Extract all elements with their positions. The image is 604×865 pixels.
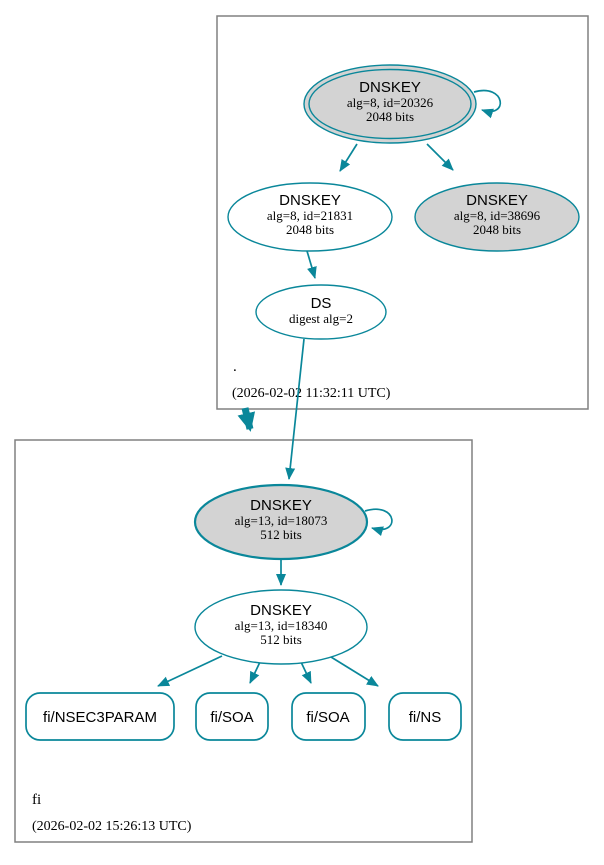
root-zsk-alg-id: alg=8, id=21831	[267, 208, 353, 223]
edge-root-ksk-to-root-zsk	[339, 143, 358, 172]
fi-ksk-bits: 512 bits	[260, 527, 302, 542]
edge-fi-zsk-to-ns	[330, 656, 379, 687]
node-root-zsk[interactable]: DNSKEY alg=8, id=21831 2048 bits	[227, 182, 393, 252]
fi-ns-label: fi/NS	[409, 709, 442, 726]
fi-ns-rect[interactable]	[388, 692, 462, 741]
root-key-38696-ellipse[interactable]	[414, 182, 580, 252]
fi-zsk-type: DNSKEY	[250, 602, 312, 619]
zone-timestamp-root: (2026-02-02 11:32:11 UTC)	[232, 386, 391, 401]
node-fi-zsk[interactable]: DNSKEY alg=13, id=18340 512 bits	[194, 589, 368, 665]
root-ds-type: DS	[311, 295, 332, 312]
node-root-key-38696[interactable]: DNSKEY alg=8, id=38696 2048 bits	[414, 182, 580, 252]
edge-root-zsk-to-ds	[306, 250, 317, 279]
edge-secure-delegation-root-to-fi	[237, 407, 256, 432]
root-ksk-type: DNSKEY	[359, 79, 421, 96]
root-ksk-inner-ellipse	[308, 68, 472, 140]
root-zsk-ellipse[interactable]	[227, 182, 393, 252]
node-fi-soa-1[interactable]: fi/SOA	[195, 692, 269, 741]
root-ds-ellipse[interactable]	[255, 284, 387, 340]
zone-label-root: .	[233, 359, 237, 375]
fi-zsk-alg-id: alg=13, id=18340	[235, 618, 328, 633]
fi-ksk-ellipse[interactable]	[193, 483, 369, 561]
root-ksk-alg-id: alg=8, id=20326	[347, 95, 434, 110]
edge-fi-zsk-to-nsec3param	[157, 655, 223, 687]
root-key-38696-alg-id: alg=8, id=38696	[454, 208, 541, 223]
fi-ksk-type: DNSKEY	[250, 497, 312, 514]
fi-nsec3param-label: fi/NSEC3PARAM	[43, 709, 157, 726]
edges	[157, 89, 501, 687]
fi-soa-2-rect[interactable]	[291, 692, 366, 741]
fi-zsk-bits: 512 bits	[260, 632, 302, 647]
edge-fi-zsk-to-soa-1	[249, 661, 261, 684]
root-ds-detail: digest alg=2	[289, 311, 353, 326]
zone-timestamp-fi: (2026-02-02 15:26:13 UTC)	[32, 819, 192, 834]
node-fi-ksk[interactable]: DNSKEY alg=13, id=18073 512 bits	[193, 483, 369, 561]
root-zsk-bits: 2048 bits	[286, 222, 334, 237]
edge-fi-zsk-to-soa-2	[300, 661, 312, 684]
fi-soa-2-label: fi/SOA	[306, 709, 349, 726]
root-key-38696-type: DNSKEY	[466, 192, 528, 209]
node-fi-soa-2[interactable]: fi/SOA	[291, 692, 366, 741]
edge-fi-ksk-self-loop	[364, 508, 393, 537]
fi-nsec3param-rect[interactable]	[25, 692, 175, 741]
root-zsk-type: DNSKEY	[279, 192, 341, 209]
node-root-ds[interactable]: DS digest alg=2	[255, 284, 387, 340]
edge-root-ksk-self-loop	[473, 89, 501, 119]
zone-label-fi: fi	[32, 792, 41, 808]
root-ksk-bits: 2048 bits	[366, 109, 414, 124]
node-fi-ns[interactable]: fi/NS	[388, 692, 462, 741]
node-fi-nsec3param[interactable]: fi/NSEC3PARAM	[25, 692, 175, 741]
edge-root-ksk-to-key-38696	[426, 143, 454, 171]
fi-ksk-alg-id: alg=13, id=18073	[235, 513, 328, 528]
node-root-ksk[interactable]: DNSKEY alg=8, id=20326 2048 bits	[303, 64, 477, 144]
edge-ds-to-fi-ksk	[285, 338, 305, 480]
fi-soa-1-rect[interactable]	[195, 692, 269, 741]
fi-zsk-ellipse[interactable]	[194, 589, 368, 665]
fi-soa-1-label: fi/SOA	[210, 709, 253, 726]
root-key-38696-bits: 2048 bits	[473, 222, 521, 237]
root-ksk-outer-ellipse[interactable]	[303, 64, 477, 144]
